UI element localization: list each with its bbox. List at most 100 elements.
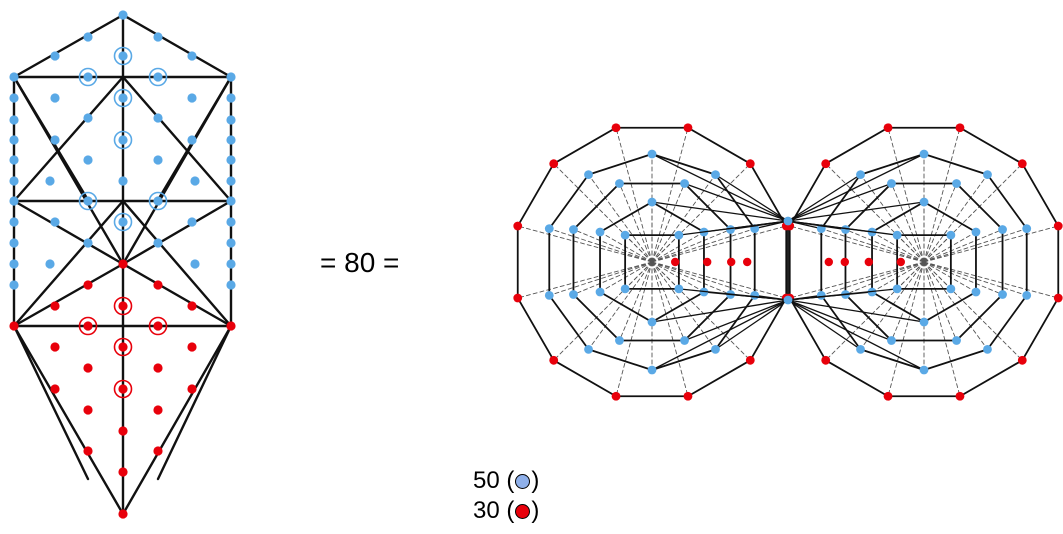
dashed-line [651, 174, 716, 263]
red-dot [549, 159, 559, 169]
edge-line [955, 293, 1004, 342]
red-dot [83, 446, 93, 456]
blue-dot [595, 227, 605, 237]
edge-line [687, 126, 752, 165]
ring-marker [113, 88, 133, 108]
legend-close-paren: ) [531, 467, 540, 494]
red-dot [50, 342, 60, 352]
edge-line [749, 297, 788, 362]
dashed-line [887, 127, 925, 263]
red-dot [153, 405, 163, 415]
legend-count-blue: 50 [473, 467, 500, 494]
blue-dot [83, 32, 93, 42]
blue-dot [50, 217, 60, 227]
blue-dot [544, 224, 554, 234]
dashed-line [923, 261, 957, 341]
edge-line [923, 201, 977, 233]
red-dot [118, 384, 128, 394]
edge-line [651, 291, 705, 323]
blue-dot [118, 135, 128, 145]
blue-dot [647, 197, 657, 207]
blue-dot [153, 32, 163, 42]
blue-dot [226, 238, 236, 248]
dashed-line [624, 261, 653, 290]
red-dot [1053, 221, 1063, 231]
edge-line [859, 348, 925, 371]
blue-dot [919, 317, 929, 327]
blue-dot [187, 93, 197, 103]
blue-dot [83, 196, 93, 206]
edge-line [548, 173, 590, 230]
blue-dot [983, 344, 992, 354]
red-dot [83, 363, 93, 373]
ring-marker [113, 130, 133, 150]
blue-dot [226, 93, 236, 103]
edge-line [12, 199, 125, 266]
blue-dot [856, 170, 865, 180]
edge-line [959, 126, 1024, 165]
blue-dot [118, 217, 128, 227]
edge-line [516, 162, 555, 227]
edge-line [587, 348, 653, 371]
legend-item-blue: 50 ( ) [473, 466, 539, 496]
blue-dot [711, 170, 720, 180]
red-dot [745, 159, 755, 169]
dashed-line [923, 183, 957, 263]
edge-line [121, 324, 233, 516]
legend-close-paren: ) [531, 497, 540, 524]
red-dot [118, 467, 128, 477]
edge-line [12, 75, 125, 203]
blue-dot [226, 176, 236, 186]
blue-dot [153, 113, 163, 123]
blue-dot [544, 290, 554, 300]
edge-line [787, 153, 925, 222]
blue-dot [50, 135, 60, 145]
dashed-line [615, 261, 653, 397]
blue-dot [946, 230, 956, 240]
edge-line [651, 153, 717, 176]
blue-dot [680, 336, 689, 345]
blue-dot [887, 336, 896, 345]
edge-line [683, 182, 732, 231]
blue-dot [226, 72, 236, 82]
dashed-line [789, 225, 925, 263]
blue-dot [226, 280, 236, 290]
red-dot [864, 257, 873, 267]
dashed-line [923, 127, 961, 263]
blue-dot [584, 170, 593, 180]
edge-line [683, 182, 789, 222]
red-dot [153, 321, 163, 331]
edge-line [12, 199, 125, 328]
edge-line [1021, 297, 1060, 362]
edge-line [986, 173, 1028, 230]
blue-dot [726, 225, 735, 234]
red-dot [226, 321, 236, 331]
red-dot [1017, 355, 1027, 365]
blue-dot [190, 259, 200, 269]
dashed-line [896, 234, 925, 263]
edge-line [651, 348, 717, 371]
dashed-line [651, 183, 685, 263]
dashed-line [923, 261, 1059, 299]
edge-line [552, 126, 617, 165]
blue-dot [118, 51, 128, 61]
dashed-line [588, 174, 653, 263]
blue-dot [783, 295, 793, 305]
blue-dot [9, 93, 19, 103]
blue-dot [153, 72, 163, 82]
red-dot [955, 123, 965, 133]
edge-line [844, 293, 893, 342]
edge-line [923, 291, 977, 323]
red-dot [153, 280, 163, 290]
ring-marker [78, 191, 98, 211]
edge-line [1021, 162, 1060, 227]
edge-line [651, 299, 789, 323]
red-dot [513, 221, 523, 231]
dashed-line [923, 174, 988, 263]
red-dot [611, 123, 621, 133]
dashed-line [651, 228, 756, 263]
blue-dot [153, 238, 163, 248]
blue-dot [584, 344, 593, 354]
edge-line [714, 299, 789, 351]
